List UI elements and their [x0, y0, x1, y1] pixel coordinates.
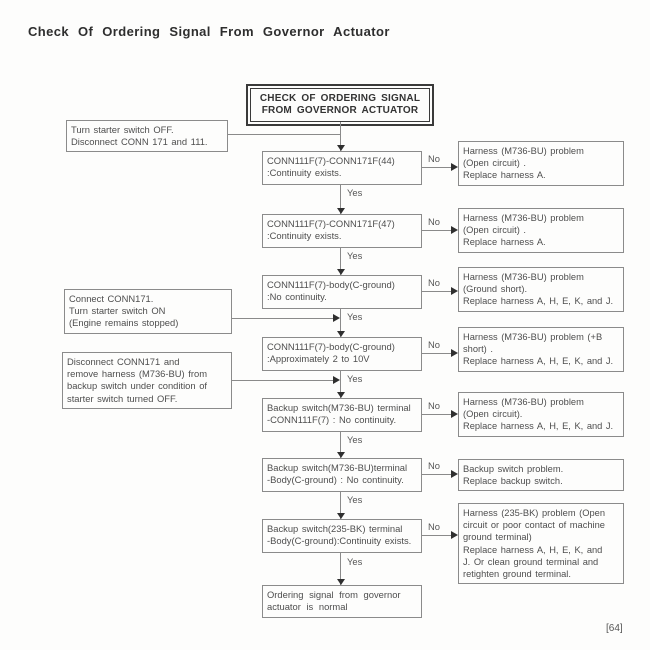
- flow-line: [340, 185, 341, 214]
- check-box-1: CONN111F(7)-CONN171F(44) :Continuity exi…: [262, 151, 422, 185]
- right-arrow-icon: [451, 287, 458, 295]
- no-label: No: [428, 277, 440, 288]
- right-arrow-icon: [451, 410, 458, 418]
- note2-connector-line: [232, 318, 333, 319]
- result-box-7: Harness (235-BK) problem (Open circuit o…: [458, 503, 624, 585]
- check-box-4: CONN111F(7)-body(C-ground) :Approximatel…: [262, 337, 422, 371]
- yes-label: Yes: [347, 311, 363, 322]
- no-line: [422, 291, 451, 292]
- check-box-5: Backup switch(M736-BU) terminal -CONN111…: [262, 398, 422, 432]
- yes-label: Yes: [347, 556, 363, 567]
- no-label: No: [428, 216, 440, 227]
- no-line: [422, 414, 451, 415]
- result-box-5: Harness (M736-BU) problem (Open circuit)…: [458, 392, 624, 437]
- right-arrow-icon: [451, 470, 458, 478]
- result-box-4: Harness (M736-BU) problem (+B short) . R…: [458, 327, 624, 372]
- down-arrow-icon: [337, 331, 345, 337]
- result-box-2: Harness (M736-BU) problem (Open circuit)…: [458, 208, 624, 253]
- right-arrow-icon: [451, 531, 458, 539]
- flow-line: [340, 248, 341, 275]
- no-label: No: [428, 400, 440, 411]
- right-arrow-icon: [451, 226, 458, 234]
- yes-label: Yes: [347, 187, 363, 198]
- flow-line: [340, 122, 341, 151]
- check-box-7: Backup switch(235-BK) terminal -Body(C-g…: [262, 519, 422, 553]
- check-box-2: CONN111F(7)-CONN171F(47) :Continuity exi…: [262, 214, 422, 248]
- flow-line: [340, 309, 341, 337]
- no-line: [422, 474, 451, 475]
- down-arrow-icon: [337, 208, 345, 214]
- yes-label: Yes: [347, 250, 363, 261]
- down-arrow-icon: [337, 513, 345, 519]
- flow-line: [340, 553, 341, 585]
- no-line: [422, 167, 451, 168]
- page-number: [64]: [606, 623, 623, 634]
- down-arrow-icon: [337, 145, 345, 151]
- page-title: Check Of Ordering Signal From Governor A…: [28, 24, 390, 39]
- yes-label: Yes: [347, 373, 363, 384]
- right-arrow-icon: [451, 163, 458, 171]
- no-line: [422, 535, 451, 536]
- yes-label: Yes: [347, 494, 363, 505]
- note-box-3: Disconnect CONN171 and remove harness (M…: [62, 352, 232, 409]
- check-box-6: Backup switch(M736-BU)terminal -Body(C-g…: [262, 458, 422, 492]
- down-arrow-icon: [337, 579, 345, 585]
- flow-start-box: CHECK OF ORDERING SIGNAL FROM GOVERNOR A…: [250, 88, 430, 122]
- result-box-1: Harness (M736-BU) problem (Open circuit)…: [458, 141, 624, 186]
- yes-label: Yes: [347, 434, 363, 445]
- note3-connector-line: [232, 380, 333, 381]
- result-box-6: Backup switch problem. Replace backup sw…: [458, 459, 624, 492]
- flow-end-box: Ordering signal from governor actuator i…: [262, 585, 422, 618]
- flow-line: [340, 371, 341, 398]
- no-line: [422, 353, 451, 354]
- down-arrow-icon: [337, 452, 345, 458]
- note3-arrow-icon: [333, 376, 340, 384]
- right-arrow-icon: [451, 349, 458, 357]
- result-box-3: Harness (M736-BU) problem (Ground short)…: [458, 267, 624, 312]
- no-label: No: [428, 339, 440, 350]
- note1-connector-line: [228, 134, 340, 135]
- note-box-2: Connect CONN171. Turn starter switch ON …: [64, 289, 232, 334]
- flow-line: [340, 492, 341, 519]
- note2-arrow-icon: [333, 314, 340, 322]
- no-label: No: [428, 153, 440, 164]
- flow-line: [340, 432, 341, 458]
- no-line: [422, 230, 451, 231]
- down-arrow-icon: [337, 269, 345, 275]
- down-arrow-icon: [337, 392, 345, 398]
- check-box-3: CONN111F(7)-body(C-ground) :No continuit…: [262, 275, 422, 309]
- no-label: No: [428, 521, 440, 532]
- note-box-1: Turn starter switch OFF. Disconnect CONN…: [66, 120, 228, 153]
- no-label: No: [428, 460, 440, 471]
